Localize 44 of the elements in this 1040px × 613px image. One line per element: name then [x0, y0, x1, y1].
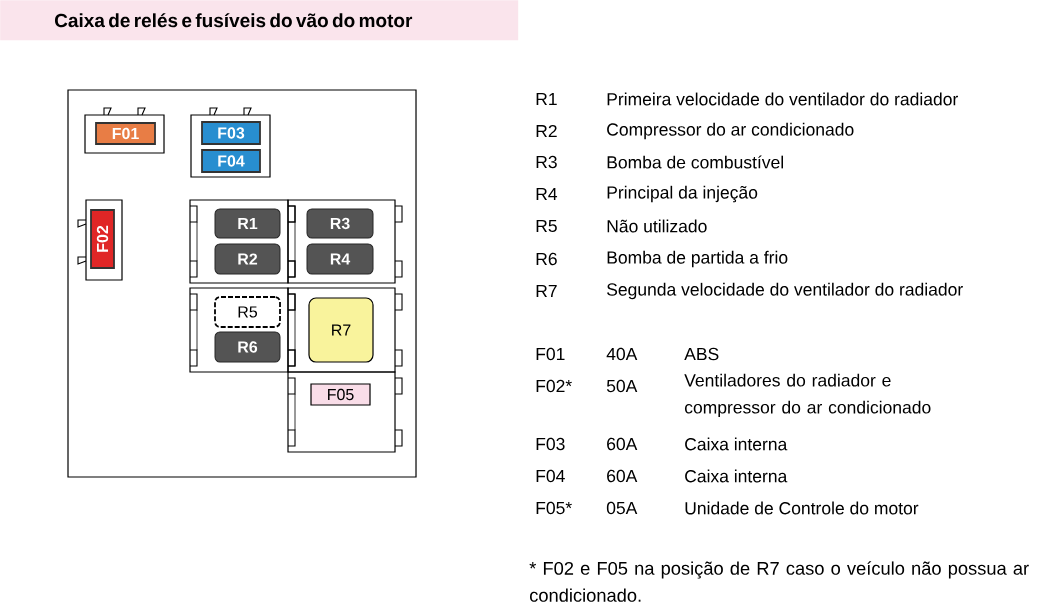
relay: R6 [214, 331, 281, 363]
fuse: F03 [201, 121, 261, 145]
table-cell: Bomba de combustível [607, 155, 783, 169]
table-cell: F01 [536, 347, 565, 361]
table-cell: Caixa interna [685, 469, 788, 483]
table-cell: 05A [606, 501, 638, 515]
relay: R3 [306, 208, 374, 239]
table-cell: R7 [536, 285, 557, 297]
table-cell: ABS [684, 347, 719, 361]
table-cell: F04 [536, 469, 565, 483]
table-cell: Caixa interna [685, 437, 788, 451]
relay: R7 [308, 297, 374, 363]
table-cell: Compressor do ar condicionado [607, 122, 854, 140]
table-cell: R4 [536, 188, 558, 200]
relay: R2 [214, 243, 281, 275]
footnote: * F02 e F05 na posição de R7 caso o veículo não possua ar condicionado. [529, 561, 1029, 602]
table-cell: F03 [536, 437, 565, 451]
table-cell: Segunda velocidade do ventilador do radiador [607, 282, 963, 300]
table-cell: Bomba de partida a frio [607, 250, 788, 268]
table-cell: 50A [606, 379, 638, 393]
table-cell: R5 [536, 219, 557, 233]
table-cell: 60A [607, 469, 638, 483]
table-cell: R6 [536, 252, 557, 266]
relay-slot: R5 [214, 296, 281, 328]
table-cell: Unidade de Controle do motor [685, 501, 919, 515]
fuse: F05 [310, 383, 371, 406]
table-cell: R1 [536, 93, 557, 105]
fuse: F04 [201, 149, 261, 173]
relay: R1 [214, 208, 281, 239]
table-cell: R3 [536, 155, 557, 169]
table-cell: Principal da injeção [607, 185, 758, 203]
table-cell: 60A [607, 437, 638, 451]
table-cell: 40A [606, 347, 638, 361]
table-cell: Primeira velocidade do ventilador do radiador [607, 92, 958, 106]
table-cell: Não utilizado [607, 219, 707, 233]
fuse: F02 [90, 209, 115, 269]
box-outline [67, 89, 417, 478]
title-band: Caixa de relés e fusíveis do vão do motor [0, 0, 519, 41]
relay: R4 [306, 243, 374, 275]
fuse: F01 [95, 122, 156, 145]
table-cell: F05* [536, 501, 572, 515]
table-cell: R2 [536, 124, 557, 138]
table-cell: F02* [536, 379, 572, 393]
table-cell: Ventiladores do radiador e compressor do ar condicionado [684, 373, 931, 417]
